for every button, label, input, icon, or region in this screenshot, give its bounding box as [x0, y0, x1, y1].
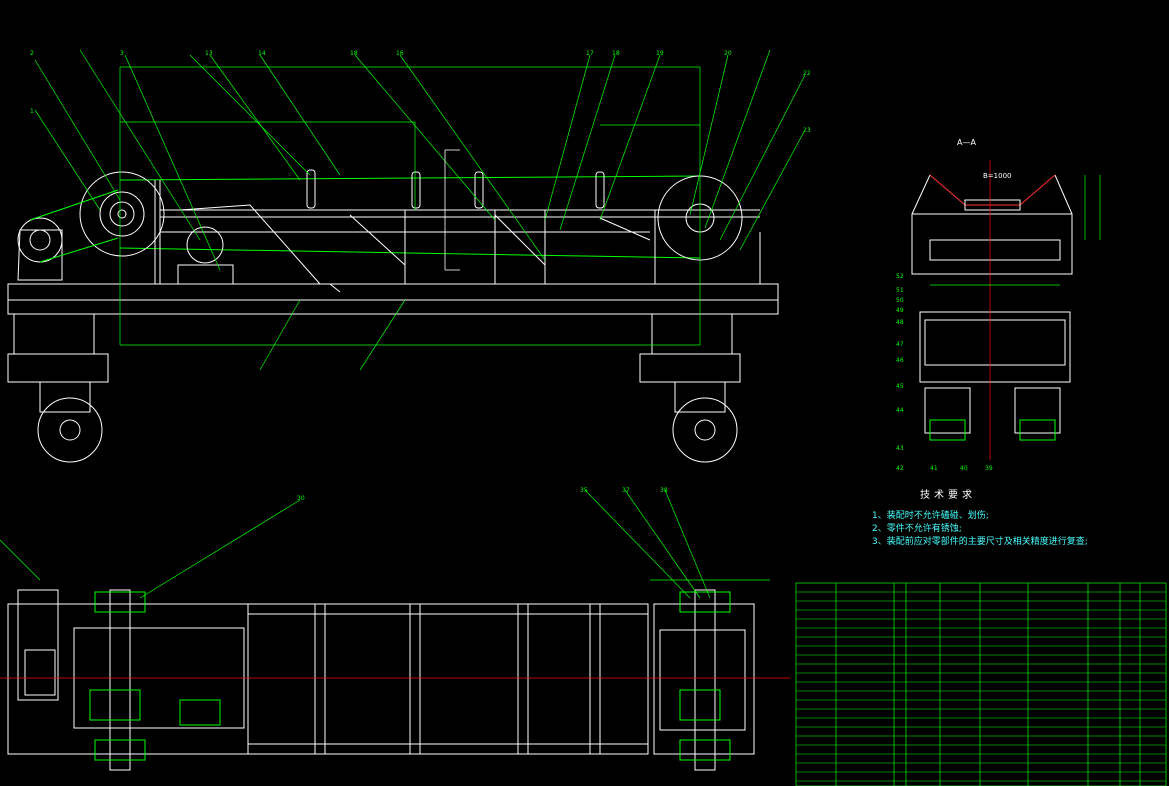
tech-requirements-title: 技术要求: [920, 490, 976, 501]
svg-text:47: 47: [896, 341, 904, 348]
svg-text:35: 35: [580, 487, 588, 494]
carrying-idlers: [306, 169, 605, 209]
svg-text:49: 49: [896, 307, 904, 314]
svg-text:13: 13: [205, 50, 213, 57]
svg-text:17: 17: [586, 50, 594, 57]
section-a-a-view: [911, 174, 1073, 441]
plan-idlers: [314, 603, 601, 755]
svg-text:18: 18: [612, 50, 620, 57]
svg-text:16: 16: [396, 50, 404, 57]
svg-text:39: 39: [985, 465, 993, 472]
svg-text:23: 23: [803, 127, 811, 134]
svg-text:52: 52: [896, 273, 904, 280]
plan-leaders: [0, 489, 770, 599]
section-title: A—A: [957, 138, 976, 147]
svg-text:20: 20: [724, 50, 732, 57]
svg-text:30: 30: [297, 495, 305, 502]
svg-text:14: 14: [258, 50, 266, 57]
svg-text:51: 51: [896, 287, 904, 294]
svg-text:1: 1: [30, 108, 34, 115]
svg-text:50: 50: [896, 297, 904, 304]
plan-view: [7, 589, 755, 771]
svg-text:42: 42: [896, 465, 904, 472]
svg-text:40: 40: [960, 465, 968, 472]
tech-note-1: 1、装配时不允许磕碰、划伤;: [872, 511, 989, 521]
section-callouts: 52 51 50 49 48 47 46 45 44 43 42 41 40 3…: [896, 273, 993, 472]
svg-text:44: 44: [896, 407, 904, 414]
side-leader-lines: [34, 49, 806, 371]
svg-text:22: 22: [803, 70, 811, 77]
svg-text:2: 2: [30, 50, 34, 57]
svg-text:37: 37: [622, 487, 630, 494]
svg-text:46: 46: [896, 357, 904, 364]
side-elevation-view: [7, 169, 779, 463]
bom-rows: [796, 591, 1166, 782]
bom-table: [795, 582, 1167, 786]
side-dimension-lines: [119, 66, 701, 346]
tech-note-2: 2、零件不允许有锈蚀;: [872, 524, 962, 534]
section-a-a-dims: [930, 175, 1101, 286]
svg-text:41: 41: [930, 465, 938, 472]
svg-text:19: 19: [656, 50, 664, 57]
section-marks: [444, 149, 460, 271]
svg-text:18: 18: [350, 50, 358, 57]
svg-text:48: 48: [896, 319, 904, 326]
svg-text:45: 45: [896, 383, 904, 390]
svg-text:3: 3: [120, 50, 124, 57]
svg-text:43: 43: [896, 445, 904, 452]
plan-callouts: 30 35 37 38: [297, 487, 668, 502]
tech-requirements-list: 1、装配时不允许磕碰、划伤; 2、零件不允许有锈蚀; 3、装配前应对零部件的主要…: [872, 510, 1088, 549]
belt-width-label: B=1000: [983, 172, 1012, 180]
tech-note-3: 3、装配前应对零部件的主要尺寸及相关精度进行复查;: [872, 537, 1088, 547]
side-callout-numbers: 1 2 3 13 14 18 16 17 18 19 20 22 23: [30, 50, 811, 134]
svg-text:38: 38: [660, 487, 668, 494]
plan-green-parts: [89, 591, 731, 761]
